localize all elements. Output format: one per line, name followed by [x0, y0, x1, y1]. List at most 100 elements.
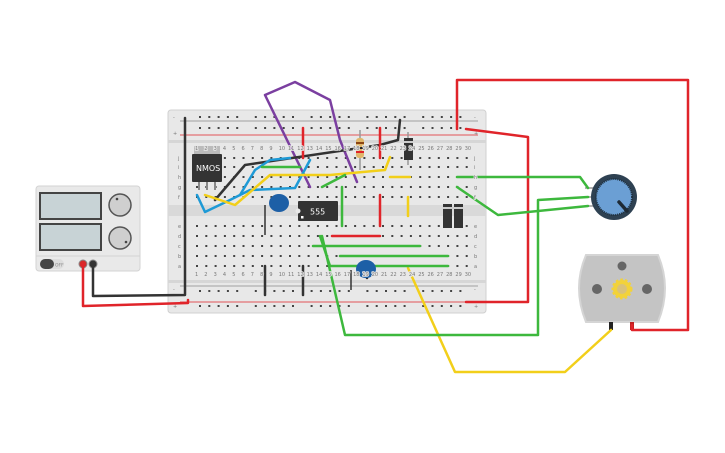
row-letter: e — [474, 224, 477, 230]
column-number: 18 — [353, 146, 359, 152]
wire-green[interactable] — [455, 185, 590, 217]
current-knob[interactable] — [108, 226, 132, 250]
column-number: 21 — [381, 146, 387, 152]
wire-green[interactable] — [318, 234, 332, 268]
row-letter: d — [474, 234, 477, 240]
rail-minus-top: - — [173, 115, 175, 121]
wire-green[interactable] — [455, 175, 590, 190]
wire-purple[interactable] — [263, 80, 359, 189]
column-number: 11 — [288, 272, 294, 278]
wire-red[interactable] — [464, 127, 530, 304]
row-letter: i — [178, 165, 179, 171]
wire-yellow[interactable] — [406, 266, 613, 374]
column-number: 20 — [372, 272, 378, 278]
row-letter: d — [178, 234, 181, 240]
column-number: 12 — [297, 146, 303, 152]
capacitor-2[interactable] — [350, 260, 376, 290]
row-letter: c — [474, 244, 477, 250]
voltage-display — [39, 192, 102, 220]
rail-minus-bottom-right: - — [474, 287, 476, 293]
column-number: 1 — [195, 146, 198, 152]
column-number: 16 — [335, 146, 341, 152]
dc-motor[interactable] — [578, 254, 666, 330]
resistor[interactable] — [356, 130, 364, 170]
wire-yellow[interactable] — [203, 155, 392, 207]
column-number: 27 — [437, 272, 443, 278]
diode-1[interactable] — [404, 132, 413, 165]
row-letter: g — [178, 185, 181, 191]
column-number: 20 — [372, 146, 378, 152]
nmos-label: NMOS — [196, 164, 220, 173]
wires — [81, 78, 690, 374]
column-number: 12 — [297, 272, 303, 278]
voltage-knob[interactable] — [108, 193, 132, 217]
column-number: 22 — [390, 146, 396, 152]
column-number: 3 — [214, 146, 217, 152]
column-number: 16 — [335, 272, 341, 278]
row-letter: f — [178, 195, 180, 201]
wire-green[interactable] — [320, 173, 347, 189]
timer-label: 555 — [310, 208, 325, 217]
rail-plus-top: + — [173, 131, 177, 137]
column-number: 5 — [232, 146, 235, 152]
column-number: 13 — [307, 272, 313, 278]
row-letter: j — [473, 156, 475, 162]
column-number: 25 — [418, 272, 424, 278]
rail-minus-top-right: - — [474, 115, 476, 121]
column-number: 22 — [390, 272, 396, 278]
column-number: 13 — [307, 146, 313, 152]
wire-blue[interactable] — [238, 156, 292, 197]
column-number: 10 — [279, 272, 285, 278]
rail-plus-bottom-right: + — [474, 304, 478, 310]
column-number: 1 — [195, 272, 198, 278]
column-number: 2 — [204, 146, 207, 152]
column-number: 4 — [223, 272, 226, 278]
wire-black[interactable] — [91, 116, 187, 298]
column-number: 30 — [465, 146, 471, 152]
row-letter: j — [177, 156, 179, 162]
column-number: 2 — [204, 272, 207, 278]
row-letter: b — [178, 254, 181, 260]
potentiometer-wiper — [617, 200, 629, 213]
potentiometer[interactable] — [585, 174, 637, 220]
capacitor-1[interactable] — [264, 194, 289, 235]
rail-plus-bottom: + — [173, 304, 177, 310]
column-number: 6 — [242, 146, 245, 152]
column-number: 17 — [344, 272, 350, 278]
row-letter: c — [178, 244, 181, 250]
column-number: 11 — [288, 146, 294, 152]
column-number: 29 — [455, 272, 461, 278]
column-number: 10 — [279, 146, 285, 152]
power-switch-label: OFF — [55, 263, 64, 269]
column-number: 14 — [316, 272, 322, 278]
timer-555-ic[interactable]: 555 — [295, 201, 339, 221]
column-number: 24 — [409, 146, 415, 152]
wire-green[interactable] — [320, 195, 590, 337]
column-number: 17 — [344, 146, 350, 152]
rail-minus-bottom: - — [173, 287, 175, 293]
column-number: 28 — [446, 146, 452, 152]
power-switch[interactable]: OFF — [40, 259, 64, 269]
column-number: 15 — [325, 272, 331, 278]
row-letter: h — [178, 175, 181, 181]
power-supply[interactable]: OFF — [35, 185, 141, 272]
column-number: 26 — [428, 146, 434, 152]
wire-red[interactable] — [455, 78, 690, 332]
column-number: 23 — [400, 272, 406, 278]
column-number: 24 — [409, 272, 415, 278]
row-letter: e — [178, 224, 181, 230]
column-number: 14 — [316, 146, 322, 152]
diode-2[interactable] — [443, 204, 463, 228]
nmos-transistor[interactable]: NMOS — [192, 146, 222, 190]
current-display — [39, 223, 102, 251]
row-letter: a — [474, 264, 477, 270]
breadboard-labels: 1122334455667788991010111112121313141415… — [176, 145, 478, 279]
wire-red[interactable] — [81, 262, 190, 308]
column-number: 9 — [269, 272, 272, 278]
column-number: 23 — [400, 146, 406, 152]
column-number: 6 — [242, 272, 245, 278]
column-number: 7 — [251, 146, 254, 152]
column-number: 8 — [260, 146, 263, 152]
column-number: 9 — [269, 146, 272, 152]
column-number: 3 — [214, 272, 217, 278]
